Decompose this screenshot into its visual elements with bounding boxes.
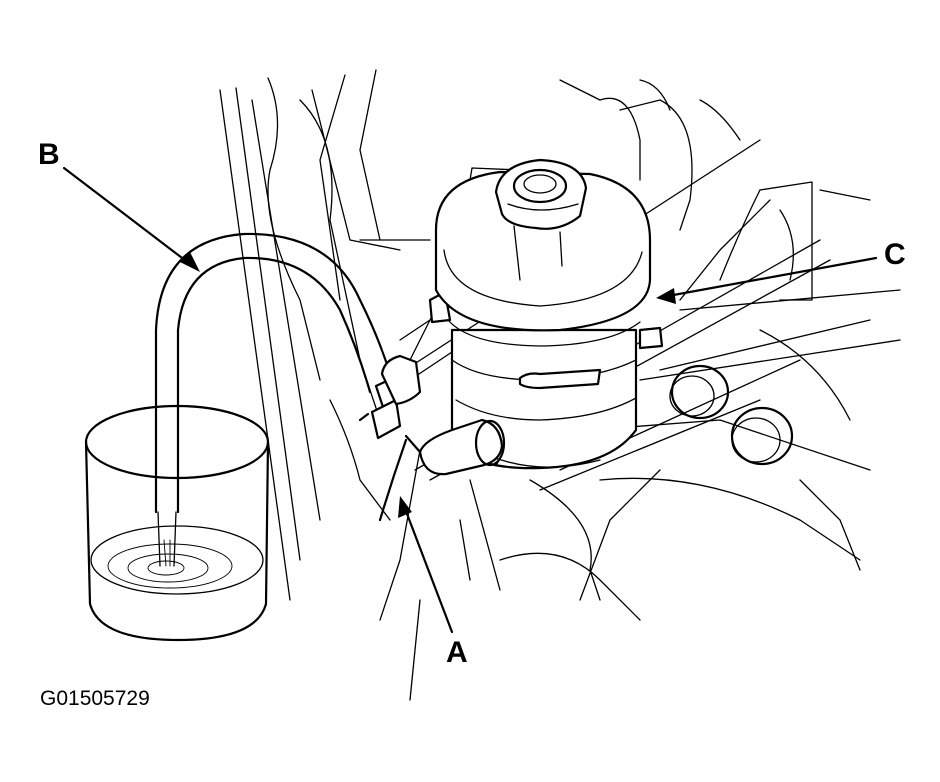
power-steering-reservoir: [418, 158, 664, 476]
arrowhead-c: [656, 288, 676, 304]
engine-bay-structure: [219, 69, 901, 701]
arrowhead-b: [180, 252, 200, 272]
leader-c: [666, 256, 878, 298]
return-line: [378, 434, 422, 522]
callout-a-label: A: [446, 636, 468, 669]
return-hose: [154, 232, 422, 514]
bolt-bosses: [669, 364, 794, 466]
callout-c-label: C: [884, 238, 906, 271]
leader-b: [62, 166, 192, 266]
beaker: [84, 404, 270, 642]
callout-b-label: B: [38, 138, 60, 171]
leader-a: [402, 504, 454, 634]
arrowhead-a: [398, 496, 412, 518]
figure-code: G01505729: [40, 687, 150, 710]
leader-arrows: [62, 166, 878, 634]
